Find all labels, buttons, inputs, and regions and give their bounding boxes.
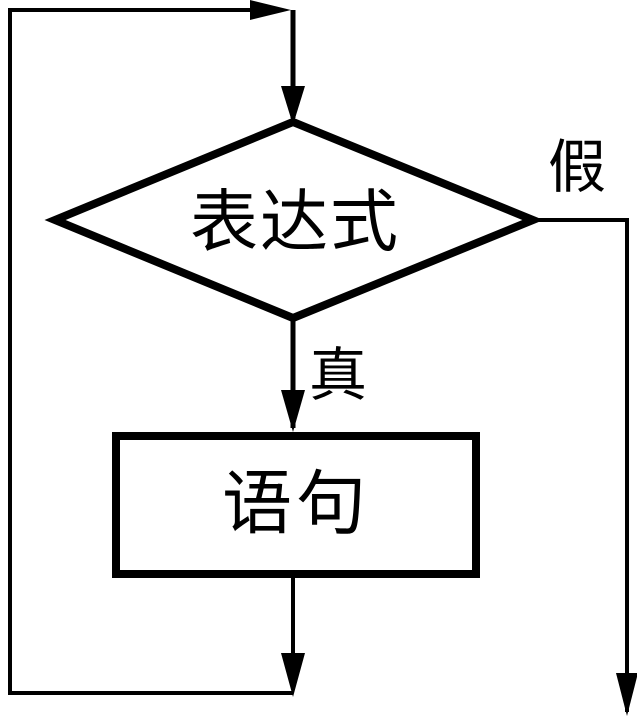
true-branch-label: 真 (309, 343, 368, 408)
loop-back-connector-line (8, 8, 293, 695)
decision-label: 表达式 (189, 184, 401, 261)
false-branch-label: 假 (548, 135, 607, 200)
process-label: 语句 (222, 466, 370, 544)
arrowhead-right-top-icon (250, 0, 291, 20)
arrowhead-down-into-process-icon (281, 390, 305, 432)
arrowhead-down-into-decision-icon (281, 86, 305, 125)
false-branch-connector-line (533, 218, 629, 712)
process-rectangle-shape (112, 432, 480, 578)
arrowhead-down-exit-icon (616, 673, 637, 716)
arrowhead-down-loop-junction-icon (281, 653, 305, 697)
